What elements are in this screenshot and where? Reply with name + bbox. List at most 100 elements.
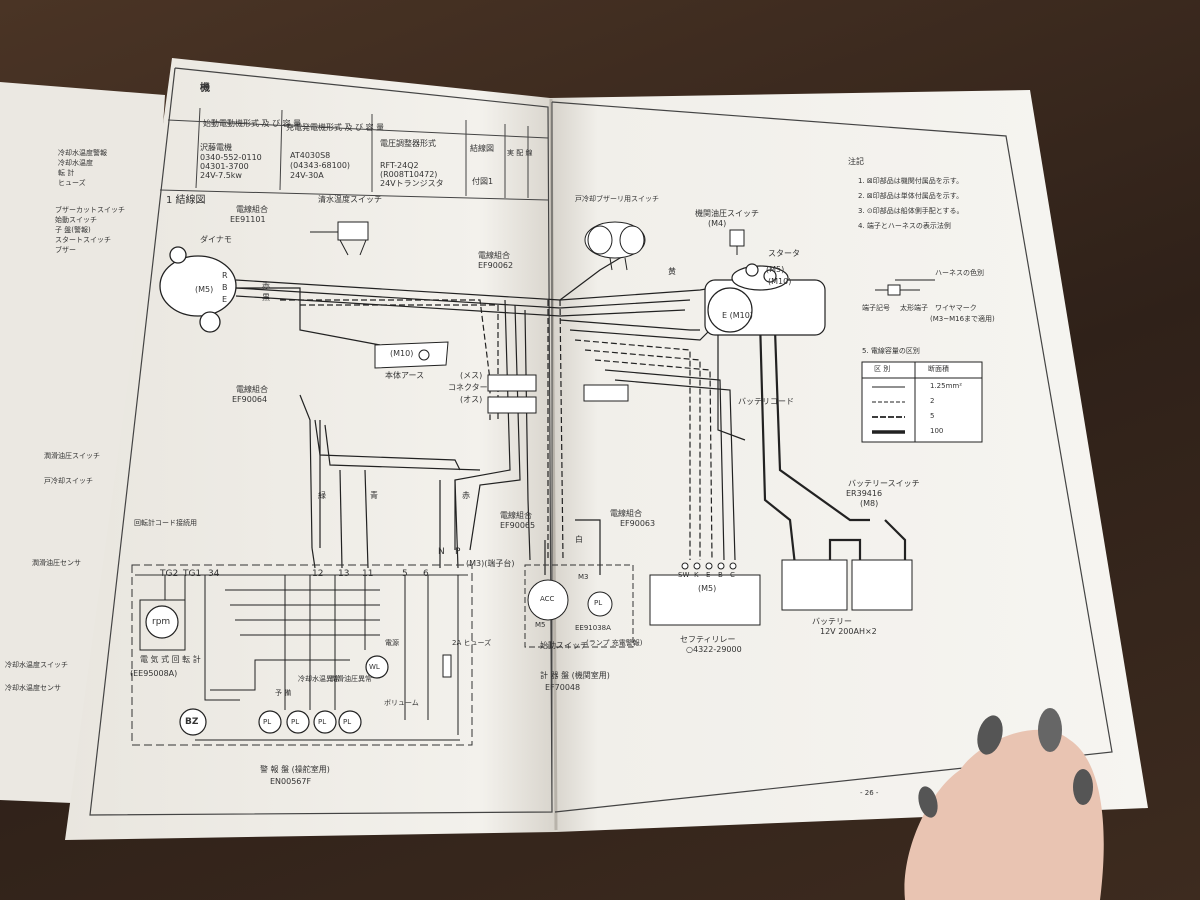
dynamo-label: ダイナモ xyxy=(200,235,232,244)
terminal-12: 12 xyxy=(312,569,324,579)
left-list-7: 子 盤(警報) xyxy=(55,226,91,234)
legend-head-kind: 区 別 xyxy=(874,365,891,373)
start-switch-label: 始動スイッチ xyxy=(540,641,588,650)
relay-terminal-b: B xyxy=(718,571,723,579)
pl-label-2: PL xyxy=(291,718,300,726)
section-title: 1 結線図 xyxy=(166,195,206,206)
wire-ref-top-code: EE91101 xyxy=(230,215,266,224)
col4-value: 付図1 xyxy=(472,177,494,186)
nail-4 xyxy=(918,786,938,818)
legend-title: 5. 電線容量の区別 xyxy=(862,347,920,355)
left-list-1: 冷却水温度警報 xyxy=(58,149,107,157)
terminal-5: 5 xyxy=(402,569,408,579)
wire-ref-left: 電線組合 xyxy=(236,385,268,394)
fuse-symbol xyxy=(442,654,452,678)
harness-example xyxy=(875,279,935,296)
note-2: 2. ⊠印部品は単体付属品を示す。 xyxy=(858,192,964,200)
page-number: - 26 - xyxy=(860,789,879,797)
terminal-11: 11 xyxy=(362,569,374,579)
pl-label-1: PL xyxy=(263,718,272,726)
table-title: 機 xyxy=(200,83,210,94)
battery-switch-m: (M8) xyxy=(860,499,879,508)
battery-label: バッテリー xyxy=(812,617,852,626)
wire-ref-63-code: EF90063 xyxy=(620,519,656,528)
dynamo-m5: (M5) xyxy=(195,285,214,294)
legend-row-3: 5 xyxy=(930,412,935,420)
col3-value-2: (R008T10472) xyxy=(380,170,438,179)
terminal-13: 13 xyxy=(338,569,350,579)
battery-1 xyxy=(781,559,848,611)
pl-charge: PL xyxy=(594,599,603,607)
dynamo-terminal-b: B xyxy=(222,283,228,292)
battery-switch-label: バッテリースイッチ xyxy=(848,479,920,488)
left-list-4: ヒューズ xyxy=(58,179,86,187)
left-list-9: ブザー xyxy=(55,246,76,254)
terminal-dia: 太形端子 xyxy=(900,304,928,312)
hand xyxy=(904,708,1104,900)
col4-header: 結線図 xyxy=(470,144,494,153)
alarm-panel-wiring xyxy=(164,575,460,741)
col3-value-3: 24Vトランジスタ xyxy=(380,179,444,188)
lamp-label-oil: 潤滑油圧異常 xyxy=(330,675,372,683)
relay-terminal-k: K xyxy=(694,571,699,579)
battery-spec: 12V 200AH×2 xyxy=(820,627,877,636)
start-switch-shape xyxy=(527,579,569,621)
instrument-code: EF70048 xyxy=(545,683,581,692)
charge-lamp-shape xyxy=(587,591,613,617)
fuse-label: 2A ヒューズ xyxy=(452,639,492,647)
starter-motor-shape xyxy=(704,263,826,336)
col1-value-1: 沢藤電機 xyxy=(200,143,232,152)
legend-row-2: 2 xyxy=(930,397,935,405)
left-side-3: 潤滑油圧センサ xyxy=(32,559,81,567)
wire-ref-63: 電線組合 xyxy=(610,509,642,518)
water-temp-switch-shape xyxy=(310,221,369,256)
note-3: 3. ⊙印部品は船体側手配とする。 xyxy=(858,207,964,215)
oil-switch-shape xyxy=(729,229,745,255)
right-frame xyxy=(551,101,1113,813)
terminal-6: 6 xyxy=(423,569,429,579)
connector-male xyxy=(487,396,537,414)
connector-right xyxy=(583,384,629,402)
terminal-34: 34 xyxy=(208,569,220,579)
col1-value-2: 0340-552-0110 xyxy=(200,153,262,162)
relay-terminal-sw: SW xyxy=(678,571,690,579)
wire-red: 赤 xyxy=(462,491,470,500)
connector-label: コネクター xyxy=(448,383,488,392)
pl-label-3: PL xyxy=(318,718,327,726)
connector-male-label: (オス) xyxy=(460,395,483,404)
left-side-4: 冷却水温度スイッチ xyxy=(5,661,68,669)
col2-value-3: 24V-30A xyxy=(290,171,324,180)
lamp-label-spare: 予 備 xyxy=(275,689,292,697)
col2-value-1: AT4030S8 xyxy=(290,151,331,160)
wire-mark-range: (M3~M16まで適用) xyxy=(930,315,995,323)
left-list-8: スタートスイッチ xyxy=(55,236,111,244)
tach-box xyxy=(139,599,186,651)
legend-row-4: 100 xyxy=(930,427,944,435)
starter-label: スタータ xyxy=(768,249,800,258)
left-list-3: 転 計 xyxy=(58,169,75,177)
nail-1 xyxy=(977,715,1003,755)
battery-switch-code: ER39416 xyxy=(846,489,883,498)
lamp-charge-label: (ランプ 充電警報) xyxy=(586,639,643,647)
nail-3 xyxy=(1073,769,1093,805)
left-list-2: 冷却水温度 xyxy=(58,159,93,167)
legend-head-area: 断面積 xyxy=(928,365,949,373)
wire-ref-left-code: EF90064 xyxy=(232,395,268,404)
terminal-p: P xyxy=(455,547,461,557)
wire-green: 緑 xyxy=(318,491,326,500)
safety-relay-code: ○4322-29000 xyxy=(686,645,742,654)
water-temp-switch: 清水温度スイッチ xyxy=(318,195,382,204)
notes-title: 注記 xyxy=(848,157,864,166)
col1-value-4: 24V-7.5kw xyxy=(200,171,242,180)
legend-row-1: 1.25mm² xyxy=(930,382,963,390)
lamp-label-power: 電源 xyxy=(385,639,399,647)
terminal-block: (M3)(端子台) xyxy=(466,559,515,568)
tach-name: 電 気 式 回 転 計 xyxy=(140,655,201,664)
battery-cord-label: バッテリコード xyxy=(738,397,794,406)
ee-code: EE91038A xyxy=(575,624,611,632)
col3-value-1: RFT-24Q2 xyxy=(380,161,419,170)
wire-mark: ワイヤマーク xyxy=(935,304,977,312)
volume-label: ボリューム xyxy=(384,699,419,707)
starter-m10: (M10) xyxy=(768,277,792,286)
bz-label: BZ xyxy=(185,717,199,727)
